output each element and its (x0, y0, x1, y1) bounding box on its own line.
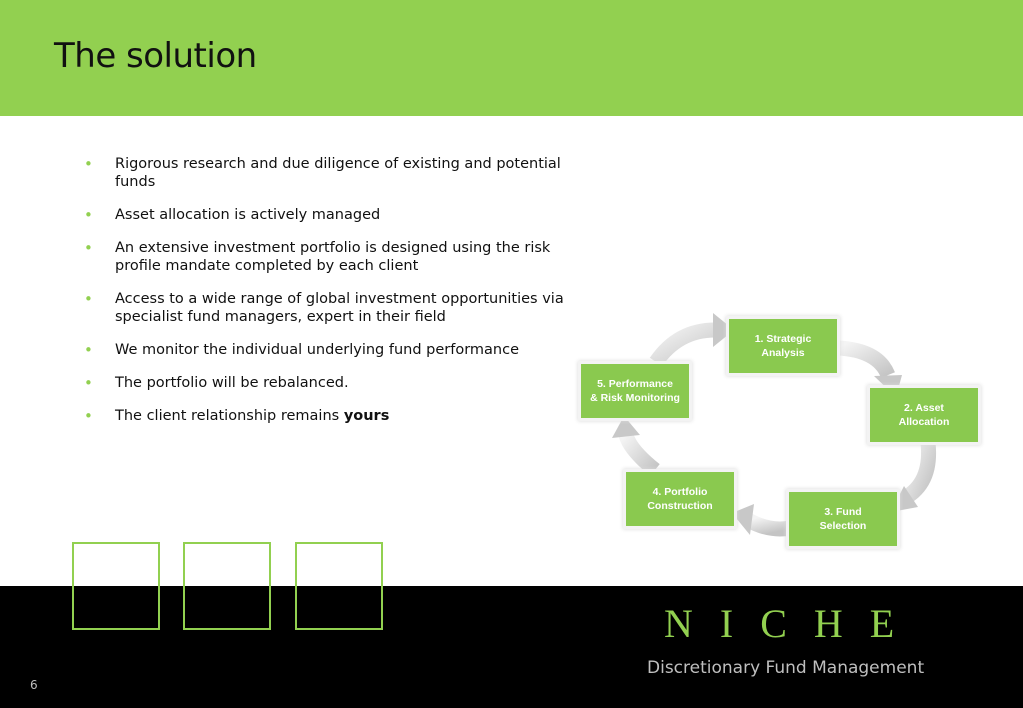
decorative-square (72, 542, 160, 630)
bullet-bold-text: yours (343, 408, 390, 424)
bullet-item: • We monitor the individual underlying fu… (84, 341, 564, 359)
decorative-square (295, 542, 383, 630)
cycle-arrowhead-5 (612, 416, 640, 438)
bullet-item: • The portfolio will be rebalanced. (84, 374, 564, 392)
bullet-item: • The client relationship remains yours (84, 407, 564, 425)
cycle-step-strategic-analysis: 1. Strategic Analysis (729, 319, 837, 373)
brand-logo: NICHE (664, 601, 922, 646)
footer-bar (0, 586, 1023, 708)
cycle-arrow-2-to-3 (903, 442, 937, 503)
cycle-arrow-4-to-5 (618, 432, 660, 476)
cycle-arrow-3-to-4 (744, 513, 792, 537)
slide-title: The solution (54, 36, 257, 76)
bullet-item: • Asset allocation is actively managed (84, 206, 564, 224)
bullet-text: An extensive investment portfolio is des… (115, 240, 551, 274)
bullet-text: The portfolio will be rebalanced. (115, 375, 349, 391)
decorative-square (183, 542, 271, 630)
bullet-text: Access to a wide range of global investm… (115, 291, 564, 325)
bullet-dot-icon: • (84, 206, 93, 224)
cycle-arrow-1-to-2 (837, 340, 895, 379)
bullet-dot-icon: • (84, 374, 93, 392)
header-banner: The solution (0, 0, 1023, 116)
process-cycle-diagram: 1. Strategic Analysis 2. Asset Allocatio… (560, 300, 1000, 570)
bullet-item: • An extensive investment portfolio is de… (84, 239, 564, 275)
bullet-dot-icon: • (84, 290, 93, 308)
cycle-arrow-5-to-1 (649, 322, 716, 367)
bullet-item: • Access to a wide range of global invest… (84, 290, 564, 326)
bullet-dot-icon: • (84, 239, 93, 257)
bullet-item: • Rigorous research and due diligence of … (84, 155, 564, 191)
brand-tagline: Discretionary Fund Management (647, 658, 925, 678)
cycle-step-fund-selection: 3. Fund Selection (789, 492, 897, 546)
bullet-list: • Rigorous research and due diligence of … (84, 155, 564, 440)
bullet-text: The client relationship remains (115, 408, 344, 424)
cycle-arrowhead-1 (713, 313, 734, 347)
cycle-step-asset-allocation: 2. Asset Allocation (870, 388, 978, 442)
cycle-arrowhead-3 (891, 486, 918, 512)
bullet-text: Rigorous research and due diligence of e… (115, 156, 561, 190)
bullet-dot-icon: • (84, 341, 93, 359)
cycle-arrows (612, 313, 937, 537)
bullet-dot-icon: • (84, 155, 93, 173)
cycle-arrowhead-4 (732, 504, 754, 535)
cycle-step-portfolio-construction: 4. Portfolio Construction (626, 472, 734, 526)
bullet-text: We monitor the individual underlying fun… (115, 342, 520, 358)
page-number: 6 (30, 678, 38, 692)
cycle-step-performance-risk-monitoring: 5. Performance & Risk Monitoring (581, 364, 689, 418)
bullet-dot-icon: • (84, 407, 93, 425)
bullet-text: Asset allocation is actively managed (115, 207, 381, 223)
